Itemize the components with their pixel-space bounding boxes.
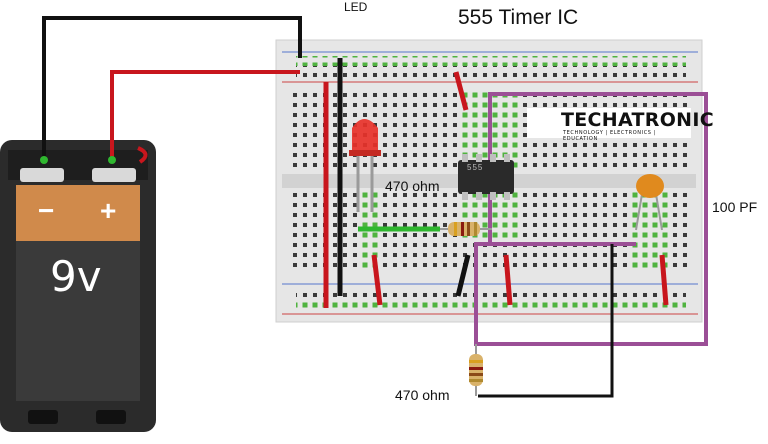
led-column-holes-2 [370,192,380,272]
battery-voltage: 9v [50,252,102,301]
battery-terminal-negative [20,168,64,182]
bottom-rail-green-holes [296,298,686,308]
battery-negative-wire [42,16,302,160]
battery-positive-clip [137,146,148,164]
battery-top-label [16,185,140,241]
resistor-2-label: 470 ohm [395,387,450,403]
capacitor [635,174,664,231]
battery-negative-node [40,156,48,164]
top-rail-green-holes [296,56,686,66]
battery-foot-left [28,410,58,424]
ic-555 [458,154,514,200]
battery-positive-node [108,156,116,164]
battery-terminal-positive [92,168,136,182]
bottom-ground-wire [478,244,614,398]
cap-rail-wire [659,254,669,306]
resistor-2 [469,344,483,396]
diagram-title: 555 Timer IC [458,6,579,29]
ic-marking: 555 [467,163,484,172]
techatronic-logo: TECHATRONIC TECHNOLOGY | ELECTRONICS | E… [527,108,714,142]
capacitor-body [636,174,664,198]
battery [0,140,156,432]
battery-foot-right [96,410,126,424]
battery-minus-sign: − [38,195,55,226]
led-rail-wire [371,254,383,306]
battery-positive-wire [110,70,300,160]
led-label: LED [344,0,368,14]
battery-plus-sign: + [100,195,117,226]
led-column-holes [360,192,370,272]
ic-reset-wire [503,254,513,306]
logo-tagline: TECHNOLOGY | ELECTRONICS | EDUCATION [563,130,657,142]
ic-body [458,160,514,194]
resistor-1-label: 470 ohm [385,178,440,194]
capacitor-label: 100 PF [712,199,758,215]
resistor-1 [440,222,492,236]
ic-ground-wire [455,254,471,297]
logo-name: TECHATRONIC [561,109,714,131]
led [349,119,381,212]
led-body [352,119,378,152]
battery-body [16,241,140,401]
ic-vcc-wire [453,71,469,111]
